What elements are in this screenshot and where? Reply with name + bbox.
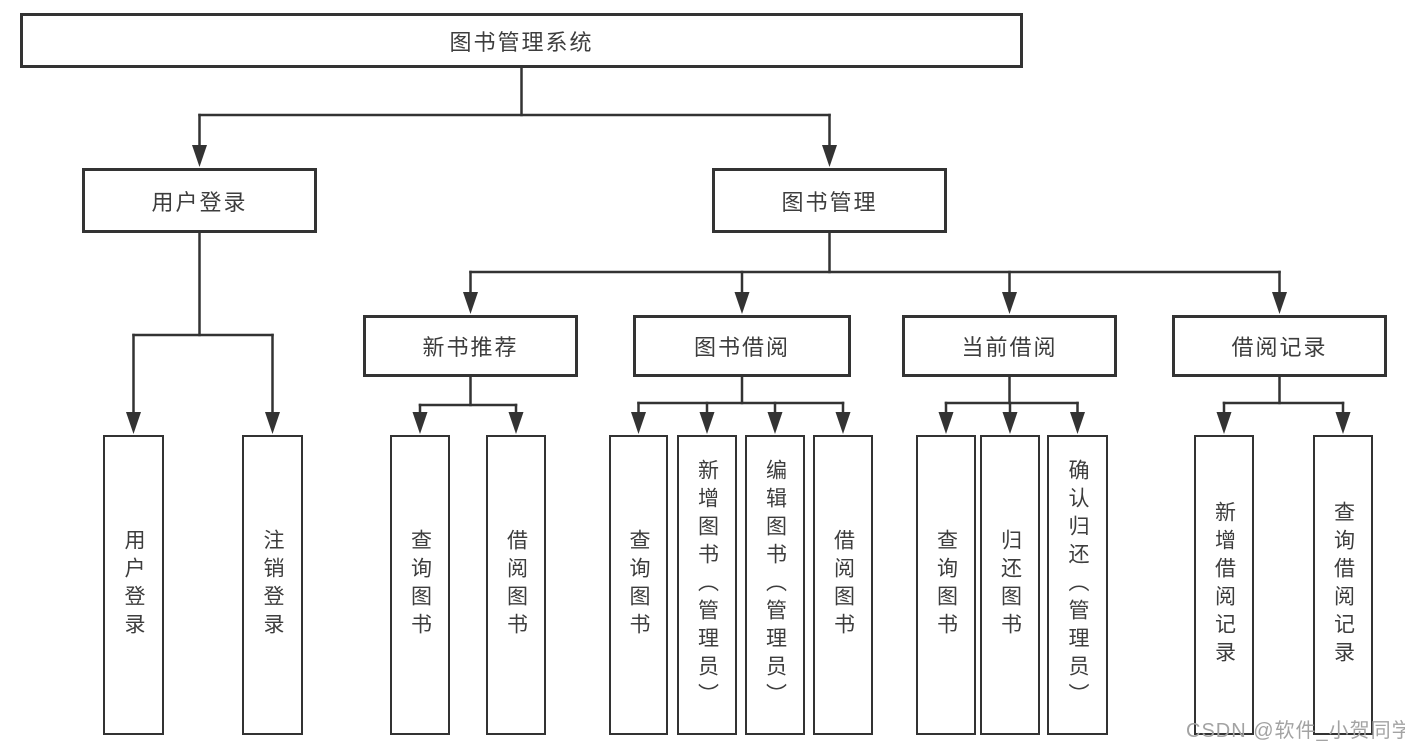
arrowhead-icon: [1335, 412, 1351, 434]
node-leaf-query-book-2: 查询图书: [609, 435, 668, 735]
arrowhead-icon: [1216, 412, 1232, 434]
arrowhead-icon: [938, 412, 954, 434]
arrowhead-icon: [699, 412, 715, 434]
arrowhead-icon: [192, 145, 207, 167]
node-book-mgmt: 图书管理: [712, 168, 947, 233]
arrowhead-icon: [1272, 292, 1287, 314]
arrowhead-icon: [126, 412, 141, 434]
node-leaf-query-book-1: 查询图书: [390, 435, 450, 735]
node-leaf-return-book: 归还图书: [980, 435, 1040, 735]
node-borrow-records: 借阅记录: [1172, 315, 1387, 377]
node-leaf-logout: 注销登录: [242, 435, 303, 735]
arrowhead-icon: [412, 412, 428, 434]
node-leaf-edit-book: 编辑图书（管理员）: [745, 435, 805, 735]
arrowhead-icon: [508, 412, 524, 434]
node-leaf-add-book: 新增图书（管理员）: [677, 435, 737, 735]
arrowhead-icon: [631, 412, 646, 434]
arrowhead-icon: [463, 292, 478, 314]
arrowhead-icon: [265, 412, 280, 434]
arrowhead-icon: [835, 412, 851, 434]
node-leaf-add-borrow-record: 新增借阅记录: [1194, 435, 1254, 735]
node-leaf-query-borrow-record: 查询借阅记录: [1313, 435, 1373, 735]
node-book-borrow: 图书借阅: [633, 315, 851, 377]
arrowhead-icon: [1070, 412, 1085, 434]
watermark: CSDN @软件_小贺同学: [1186, 720, 1405, 742]
node-leaf-query-book-3: 查询图书: [916, 435, 976, 735]
arrowhead-icon: [734, 292, 750, 314]
node-leaf-user-login: 用户登录: [103, 435, 164, 735]
node-leaf-confirm-return: 确认归还（管理员）: [1047, 435, 1108, 735]
node-leaf-borrow-book-1: 借阅图书: [486, 435, 546, 735]
node-user-login: 用户登录: [82, 168, 317, 233]
arrowhead-icon: [822, 145, 837, 167]
arrowhead-icon: [1002, 412, 1018, 434]
node-new-book-rec: 新书推荐: [363, 315, 578, 377]
node-current-borrow: 当前借阅: [902, 315, 1117, 377]
arrowhead-icon: [767, 412, 783, 434]
arrowhead-icon: [1002, 292, 1017, 314]
node-leaf-borrow-book-2: 借阅图书: [813, 435, 873, 735]
node-root: 图书管理系统: [20, 13, 1023, 68]
